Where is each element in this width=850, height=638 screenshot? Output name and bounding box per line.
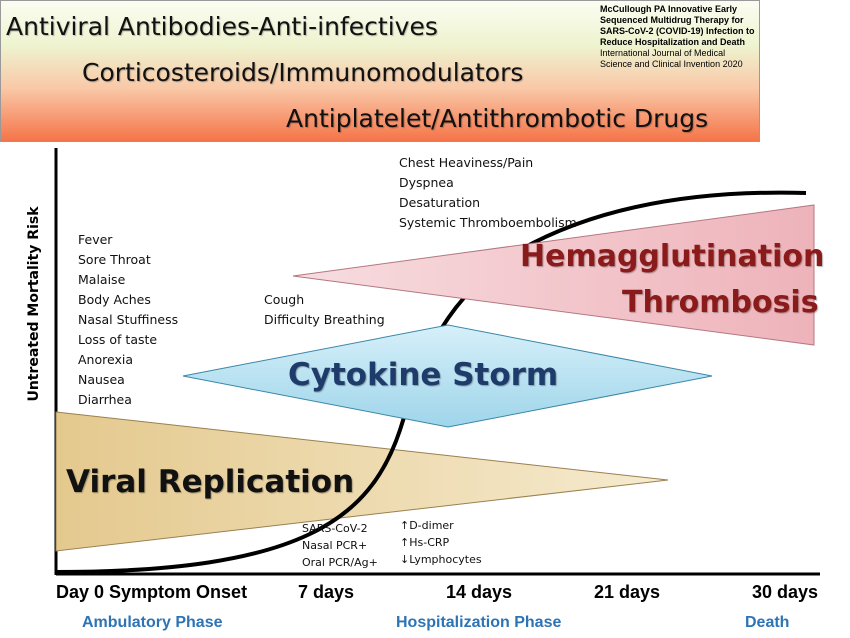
tick-day0: Day 0 Symptom Onset — [56, 582, 248, 602]
list-item: Nausea — [78, 372, 125, 387]
hemagglutination-wedge — [292, 204, 815, 346]
citation-source: International Journal of Medical Science… — [600, 48, 743, 69]
list-item: Nasal Stuffiness — [78, 312, 179, 327]
banner-antiplatelet: Antiplatelet/Antithrombotic Drugs — [286, 104, 709, 133]
viral-replication-label: Viral Replication — [66, 464, 355, 500]
cytokine-storm-label: Cytokine Storm — [288, 357, 559, 393]
list-item: Sore Throat — [78, 252, 151, 267]
banner-antiviral: Antiviral Antibodies-Anti-infectives — [6, 12, 438, 41]
list-item: Oral PCR/Ag+ — [302, 556, 378, 569]
tick-21-days: 21 days — [594, 582, 661, 602]
y-axis-label: Untreated Mortality Risk — [26, 206, 42, 402]
tick-14-days: 14 days — [446, 582, 513, 602]
list-item: Body Aches — [78, 292, 151, 307]
list-item: Cough — [264, 292, 305, 307]
respiratory-symptoms-list: Cough Difficulty Breathing — [264, 290, 385, 330]
list-item: SARS-CoV-2 — [302, 522, 368, 535]
treatment-banner: Antiviral Antibodies-Anti-infectives Cor… — [0, 0, 760, 142]
list-item: Chest Heaviness/Pain — [399, 155, 534, 170]
list-item: ↑D-dimer — [400, 519, 454, 532]
list-item: Desaturation — [399, 195, 481, 210]
list-item: Diarrhea — [78, 392, 132, 407]
citation-title: McCullough PA Innovative Early Sequenced… — [600, 4, 755, 47]
banner-corticosteroids: Corticosteroids/Immunomodulators — [82, 58, 524, 87]
list-item: Difficulty Breathing — [264, 312, 385, 327]
early-symptoms-list: Fever Sore Throat Malaise Body Aches Nas… — [78, 230, 178, 410]
list-item: Nasal PCR+ — [302, 539, 368, 552]
phase-ambulatory: Ambulatory Phase — [82, 614, 223, 631]
tick-30-days: 30 days — [752, 582, 819, 602]
tests-list: SARS-CoV-2 Nasal PCR+ Oral PCR/Ag+ — [302, 520, 378, 571]
hemagglutination-label: Hemagglutination — [520, 239, 825, 274]
list-item: Dyspnea — [399, 175, 454, 190]
list-item: ↓Lymphocytes — [400, 553, 482, 566]
thrombosis-label: Thrombosis — [622, 285, 819, 320]
phase-hospitalization: Hospitalization Phase — [396, 614, 562, 631]
late-symptoms-list: Chest Heaviness/Pain Dyspnea Desaturatio… — [399, 153, 577, 233]
list-item: Loss of taste — [78, 332, 158, 347]
citation: McCullough PA Innovative Early Sequenced… — [600, 4, 758, 70]
list-item: Fever — [78, 232, 113, 247]
list-item: Systemic Thromboembolism — [399, 215, 577, 230]
list-item: ↑Hs-CRP — [400, 536, 450, 549]
tick-7-days: 7 days — [298, 582, 355, 602]
labs-list: ↑D-dimer ↑Hs-CRP ↓Lymphocytes — [400, 517, 482, 568]
list-item: Malaise — [78, 272, 126, 287]
phase-death: Death — [745, 614, 790, 631]
cytokine-storm-diamond — [182, 324, 713, 428]
list-item: Anorexia — [78, 352, 133, 367]
viral-replication-wedge — [55, 411, 669, 552]
